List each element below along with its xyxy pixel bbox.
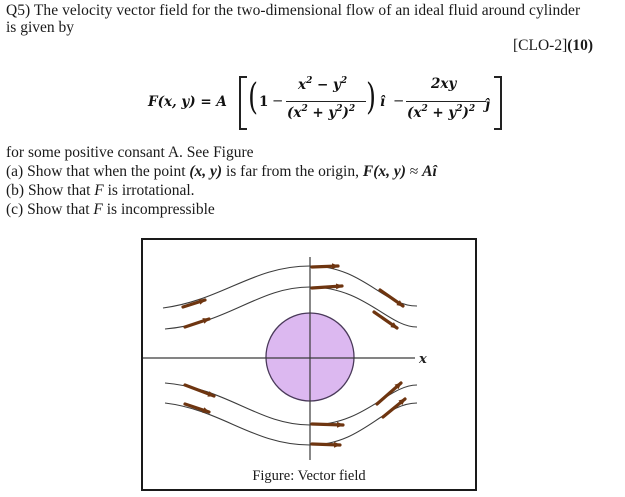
formula-one: 1 [259, 94, 269, 110]
intro-text: for some positive consant A. See Figure [6, 144, 254, 161]
left-bracket [239, 76, 247, 130]
part-a-point: (x, y) [189, 163, 223, 180]
vector-field-figure: x Figure: Vector field [141, 238, 477, 491]
velocity-field-formula: F(x, y) = A ( 1 − x2 − y2 (x2 + y2)2 ) ı… [148, 72, 508, 132]
part-b-suffix: is irrotational. [103, 182, 195, 199]
part-c-var: F [93, 201, 103, 218]
fraction-1-bar [286, 101, 366, 103]
figure-caption: Figure: Vector field [252, 468, 366, 484]
formula-minus-2: − [393, 93, 405, 109]
marks-label: (10) [567, 37, 594, 54]
fraction-2-numerator: 2xy [431, 76, 457, 92]
right-paren: ) [366, 77, 376, 118]
fraction-1-numerator: x2 − y2 [298, 76, 348, 93]
j-hat: ȷ̂ [485, 97, 490, 113]
part-a-prefix: (a) Show that when the point [6, 163, 190, 180]
formula-minus-1: − [272, 93, 284, 109]
fraction-2-denominator: (x2 + y2)2 [407, 104, 476, 121]
question-line-2: is given by [6, 19, 75, 36]
part-c: (c) Show that F is incompressible [6, 201, 215, 219]
clo-label: [CLO-2] [513, 37, 568, 54]
part-b-var: F [94, 182, 104, 199]
clo-marks-label: [CLO-2](10) [513, 37, 593, 55]
part-a: (a) Show that when the point (x, y) is f… [6, 163, 437, 181]
left-paren: ( [248, 77, 258, 118]
part-b-prefix: (b) Show that [6, 182, 95, 199]
question-line-1: Q5) The velocity vector field for the tw… [6, 2, 581, 19]
part-a-expr: F(x, y) [362, 163, 406, 180]
part-a-result: Aî [422, 163, 437, 180]
part-a-mid: is far from the origin, [222, 163, 363, 180]
velocity-arrows [181, 263, 407, 448]
right-bracket [494, 76, 502, 130]
part-a-approx: ≈ [405, 163, 423, 180]
part-c-prefix: (c) Show that [6, 201, 94, 218]
i-hat: ı̂ [380, 94, 386, 110]
formula-lhs: F(x, y) = A [148, 94, 227, 110]
fraction-2-bar [406, 101, 486, 103]
part-c-suffix: is incompressible [102, 201, 215, 218]
x-axis-label: x [418, 352, 427, 367]
part-b: (b) Show that F is irrotational. [6, 182, 195, 200]
fraction-1-denominator: (x2 + y2)2 [287, 104, 356, 121]
vector-field-diagram: x [143, 257, 427, 460]
